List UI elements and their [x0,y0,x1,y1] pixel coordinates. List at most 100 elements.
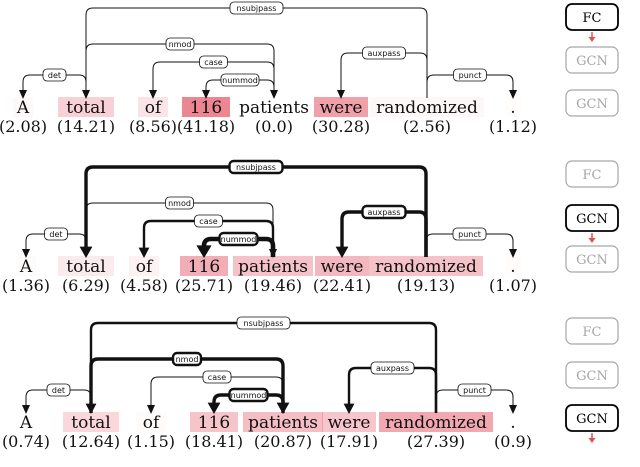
attention-highlight [315,256,369,276]
token-score: (0.0) [255,117,293,136]
arc-label: det [48,71,61,80]
dependency-arc-nmod [89,357,285,413]
arc-label: case [204,58,222,67]
token-word: of [136,257,154,277]
layer-box-gcn [565,404,619,432]
token-word: total [66,98,105,118]
arc-label: nmod [176,355,199,364]
arc-label-box [165,196,194,210]
attention-highlight [58,256,114,276]
attention-highlight [13,97,33,117]
token-score: (6.29) [62,276,110,295]
arc-label: det [52,386,65,395]
token-score: (1.07) [489,276,537,295]
layer-box-label: FC [583,168,602,183]
token-word: randomized [385,413,487,433]
arc-label: nmod [168,199,191,208]
dependency-arc-auxpass [340,52,428,98]
arc-label: case [199,217,217,226]
arc-label-box [194,214,223,228]
arc-label-box [229,1,284,15]
arc-label-box [453,68,487,82]
attention-highlight [129,256,159,276]
layer-box-label: GCN [576,97,608,112]
token-word: 116 [188,257,220,277]
arc-arrowhead [196,245,212,258]
layer-box-label: FC [583,11,602,26]
token-score: (17.91) [320,432,378,451]
arc-label: punct [458,230,481,239]
token-word: randomized [375,257,477,277]
arc-label-box [370,361,415,375]
arc-label: nsubjpass [244,319,284,328]
arc-arrowhead [207,402,221,414]
arc-arrowhead [337,90,345,99]
token-score: (12.64) [62,432,120,451]
arc-label: auxpass [367,208,400,217]
token-word: patients [239,98,309,118]
arc-label: nummod [221,235,257,244]
arc-arrowhead [19,90,27,99]
arc-arrowhead [509,405,517,414]
token-word: were [320,98,363,118]
arc-label: punct [459,71,482,80]
dependency-arc-auxpass [347,366,438,413]
arc-label: case [208,373,226,382]
attention-highlight [314,97,368,117]
arc-label-box [202,370,232,384]
arc-arrowhead [138,247,150,258]
flow-arrow-head [588,37,596,42]
arc-arrowhead [22,405,30,414]
attention-highlight [370,97,484,117]
arc-arrowhead [149,90,157,99]
layer-box-gcn [565,361,619,389]
token-score: (19.46) [244,276,302,295]
flow-arrow-head [588,438,596,443]
layer-box-label: GCN [576,54,608,69]
layer-box-label: GCN [576,253,608,268]
token-score: (1.36) [2,276,50,295]
token-word: . [510,98,515,118]
arc-label: nmod [169,40,192,49]
token-word: total [66,257,105,277]
token-word: randomized [376,98,478,118]
arc-label: nummod [231,391,267,400]
layer-box-label: FC [583,325,602,340]
token-score: (4.58) [120,276,168,295]
token-score: (27.39) [407,432,465,451]
attention-highlight [180,256,228,276]
token-score: (0.9) [494,432,532,451]
attention-highlight [233,256,313,276]
arc-label-box [42,68,67,82]
token-score: (14.21) [57,117,115,136]
token-score: (19.13) [397,276,455,295]
attention-highlight [322,412,376,432]
arc-label: punct [463,386,486,395]
arc-label-box [171,351,203,367]
dependency-arc-nmod [85,43,275,98]
attention-highlight [58,97,114,117]
layer-box-fc [565,317,619,345]
token-word: A [16,98,30,118]
layer-box-fc [565,3,619,31]
token-score: (2.56) [403,117,451,136]
token-score: (2.08) [0,117,47,136]
token-score: (30.28) [312,117,370,136]
layer-box-gcn [565,245,619,273]
arc-arrowhead [22,249,30,258]
token-score: (1.12) [489,117,537,136]
arc-arrowhead [343,403,355,414]
token-word: were [321,257,364,277]
arc-label-box [236,316,291,330]
arc-arrowhead [335,246,349,258]
token-word: were [328,413,371,433]
token-word: of [145,98,163,118]
token-score: (20.87) [254,432,312,451]
token-score: (41.18) [177,117,235,136]
arc-label: nsubjpass [236,163,276,172]
token-word: A [19,257,33,277]
arc-label-box [361,204,407,220]
token-word: 116 [198,413,230,433]
token-score: (22.41) [313,276,371,295]
token-score: (1.15) [127,432,175,451]
